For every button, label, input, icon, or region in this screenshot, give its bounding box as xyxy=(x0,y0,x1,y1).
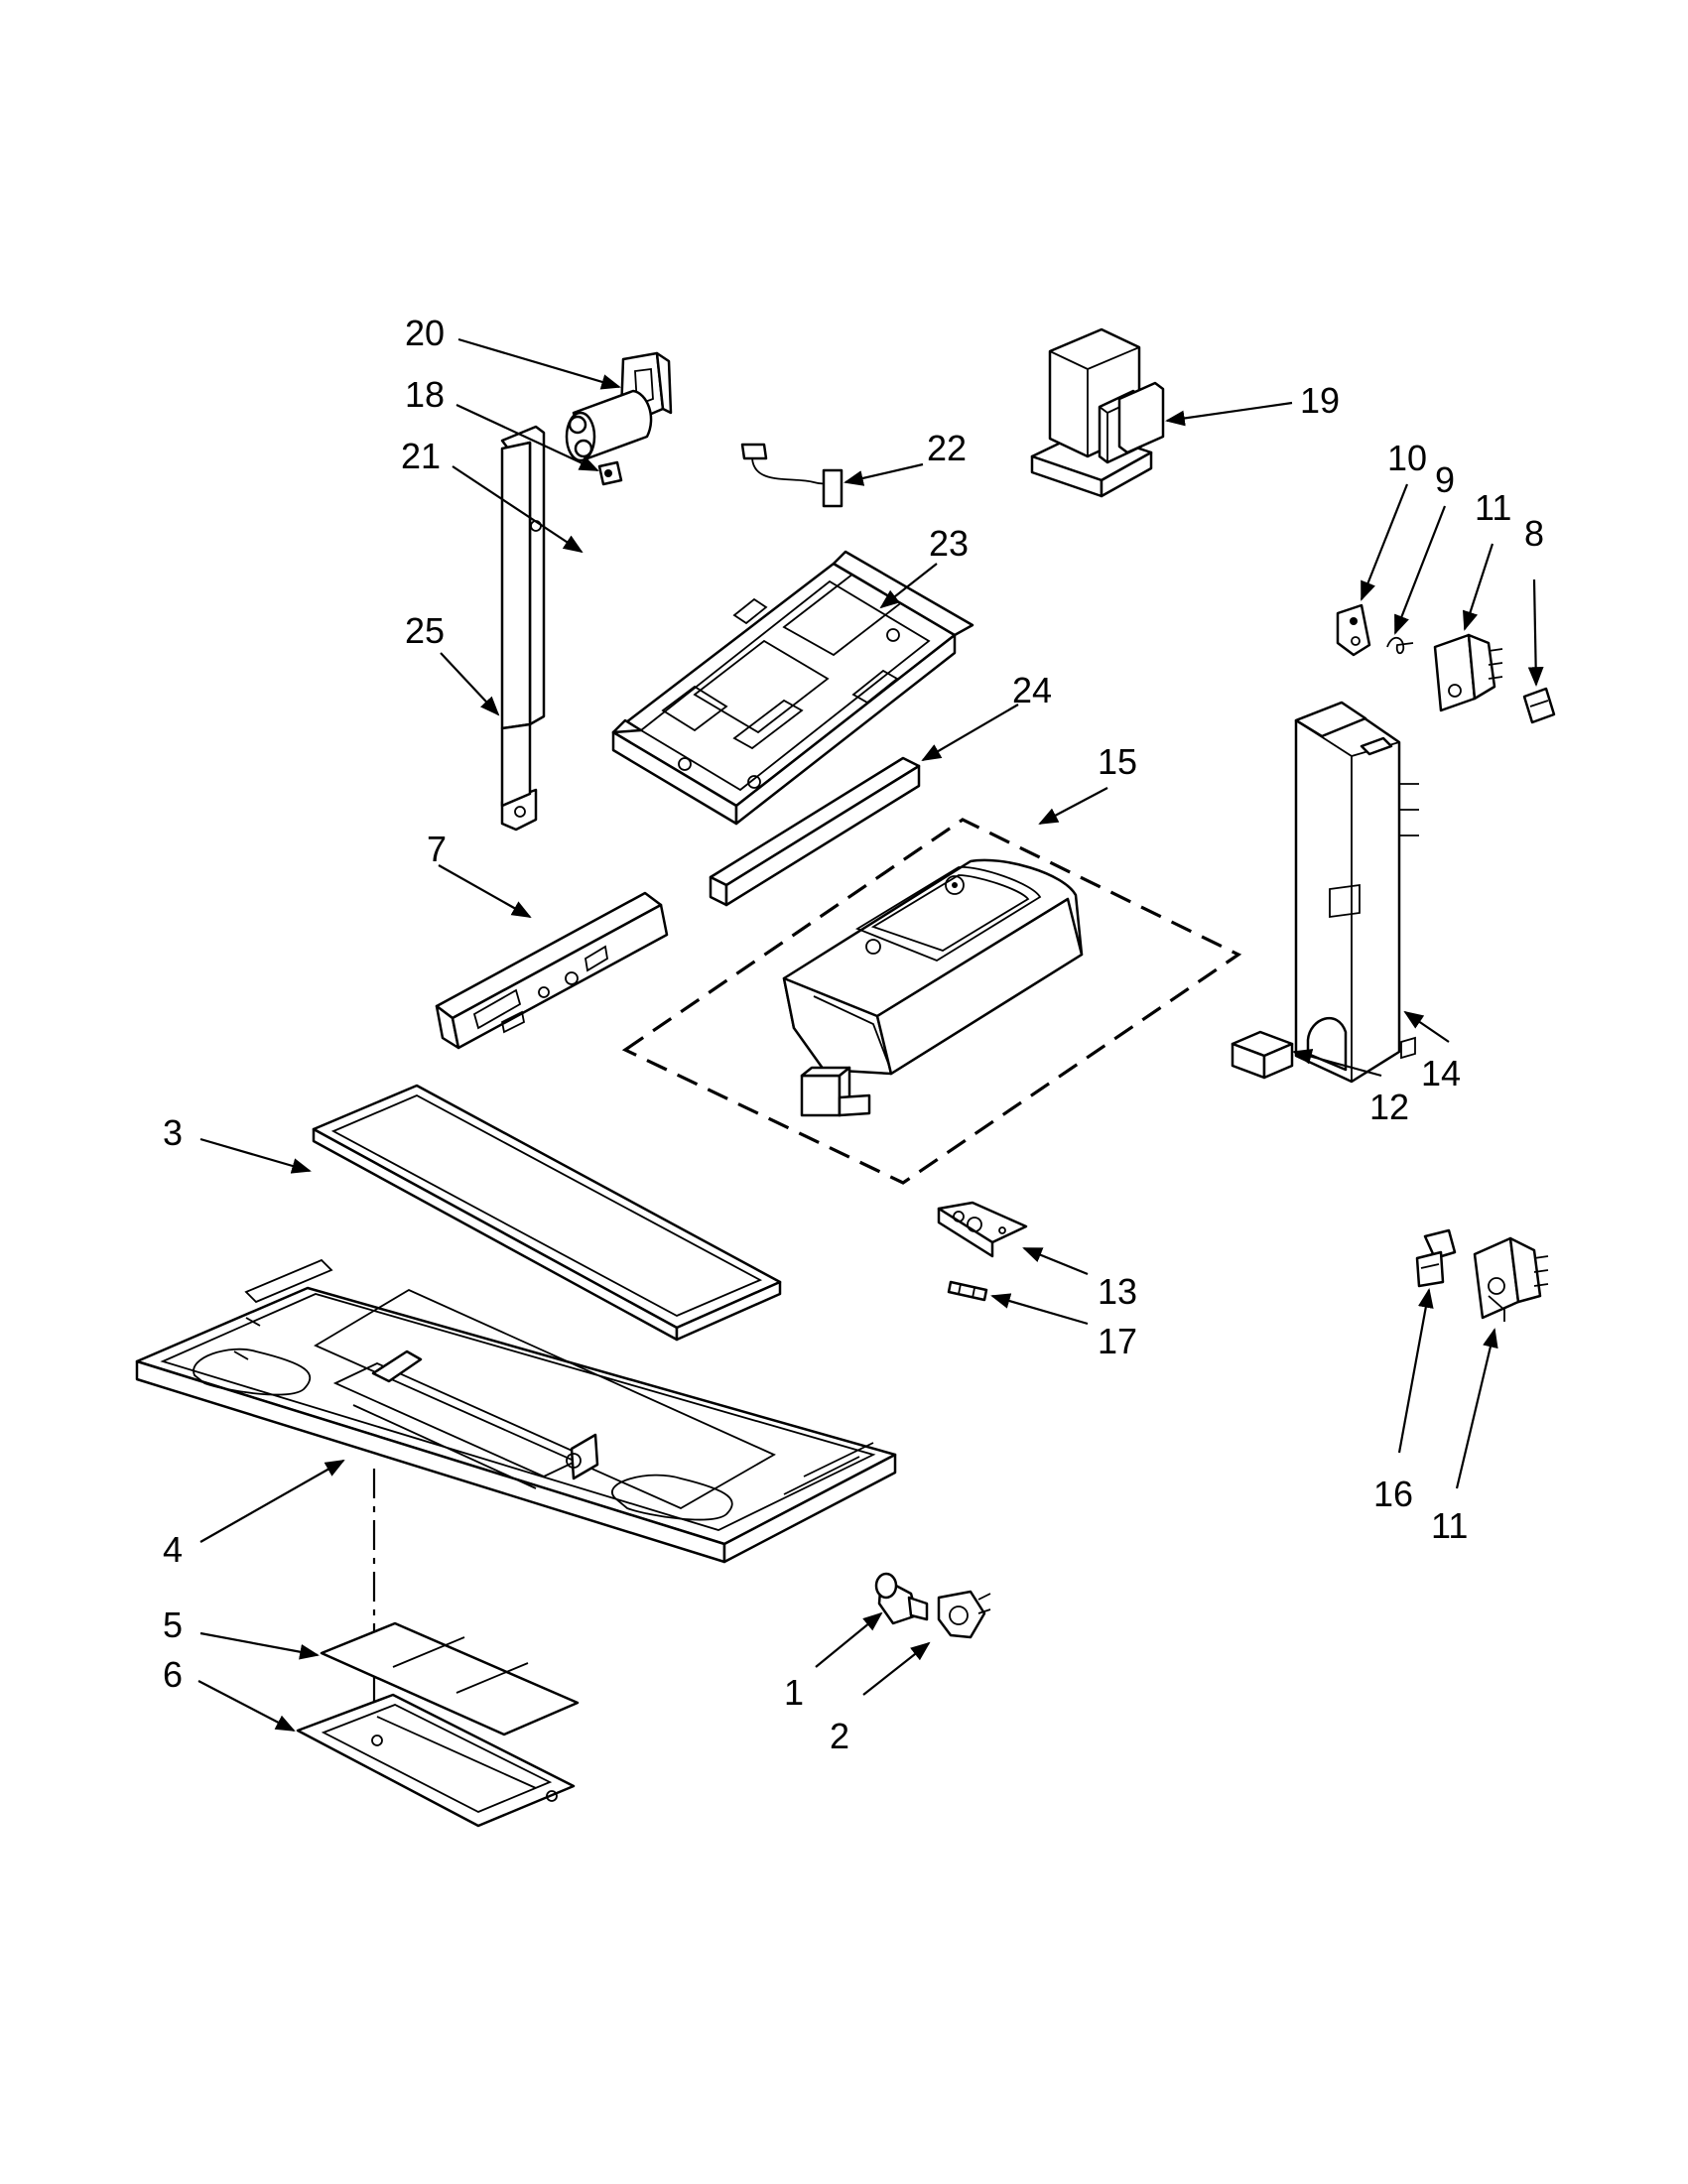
part-24-foam-strip[interactable] xyxy=(709,756,921,907)
callout-21: 21 xyxy=(401,436,441,476)
part-2-socket[interactable] xyxy=(937,1590,991,1639)
part-11-switch-bottom[interactable] xyxy=(1473,1236,1549,1322)
part-22-wire-sensor[interactable] xyxy=(740,443,844,508)
callout-4: 4 xyxy=(163,1529,183,1570)
callout-8: 8 xyxy=(1524,513,1544,554)
leader-lines xyxy=(197,337,1544,1732)
callout-2: 2 xyxy=(830,1716,849,1756)
part-17-fuse[interactable] xyxy=(947,1280,988,1302)
part-7-vent-bracket[interactable] xyxy=(435,891,669,1050)
callout-numbers: 20 18 21 25 7 22 23 24 15 19 10 9 11 8 1… xyxy=(163,313,1544,1756)
callout-23: 23 xyxy=(929,523,969,564)
callout-14: 14 xyxy=(1421,1053,1461,1093)
part-18-clip[interactable] xyxy=(597,460,623,486)
callout-11-top: 11 xyxy=(1475,487,1511,528)
callout-15: 15 xyxy=(1098,741,1137,782)
part-3-filter[interactable] xyxy=(312,1084,782,1342)
callout-24: 24 xyxy=(1012,670,1052,710)
callout-20: 20 xyxy=(405,313,445,353)
callout-25: 25 xyxy=(405,610,445,651)
part-12-block[interactable] xyxy=(1231,1030,1294,1080)
callout-7: 7 xyxy=(427,829,447,869)
part-19-transformer[interactable] xyxy=(1030,327,1165,498)
part-5-charcoal-filter[interactable] xyxy=(320,1621,580,1736)
part-15-assembly-outline xyxy=(621,818,1242,1185)
part-15-duct-bracket[interactable] xyxy=(800,1066,871,1117)
callout-19: 19 xyxy=(1300,380,1340,421)
part-4-bottom-panel[interactable] xyxy=(135,1258,897,1564)
part-8-connector[interactable] xyxy=(1522,687,1556,724)
part-1-lamp[interactable] xyxy=(874,1572,929,1625)
callout-6: 6 xyxy=(163,1654,183,1695)
callout-9: 9 xyxy=(1435,459,1455,500)
part-11-switch-top[interactable] xyxy=(1433,633,1503,712)
part-6-frame[interactable] xyxy=(296,1693,576,1828)
part-9-spring[interactable] xyxy=(1386,636,1414,655)
part-21-capacitor[interactable] xyxy=(565,389,653,462)
callout-22: 22 xyxy=(927,428,967,468)
callout-12: 12 xyxy=(1369,1087,1409,1127)
part-16-actuator[interactable] xyxy=(1415,1228,1457,1288)
callout-11-bottom: 11 xyxy=(1431,1505,1468,1546)
callout-10: 10 xyxy=(1387,438,1427,478)
part-25-rod-bracket[interactable] xyxy=(500,425,546,832)
callout-13: 13 xyxy=(1098,1271,1137,1312)
part-23-plate[interactable] xyxy=(611,550,974,826)
part-10-latch[interactable] xyxy=(1336,603,1371,657)
part-14-side-panel[interactable] xyxy=(1294,701,1419,1084)
callout-17: 17 xyxy=(1098,1321,1137,1361)
part-15-duct[interactable] xyxy=(782,858,1084,1076)
callout-3: 3 xyxy=(163,1112,183,1153)
part-13-bracket[interactable] xyxy=(937,1201,1028,1258)
callout-18: 18 xyxy=(405,374,445,415)
callout-16: 16 xyxy=(1373,1474,1413,1514)
callout-1: 1 xyxy=(784,1672,804,1713)
callout-5: 5 xyxy=(163,1605,183,1645)
